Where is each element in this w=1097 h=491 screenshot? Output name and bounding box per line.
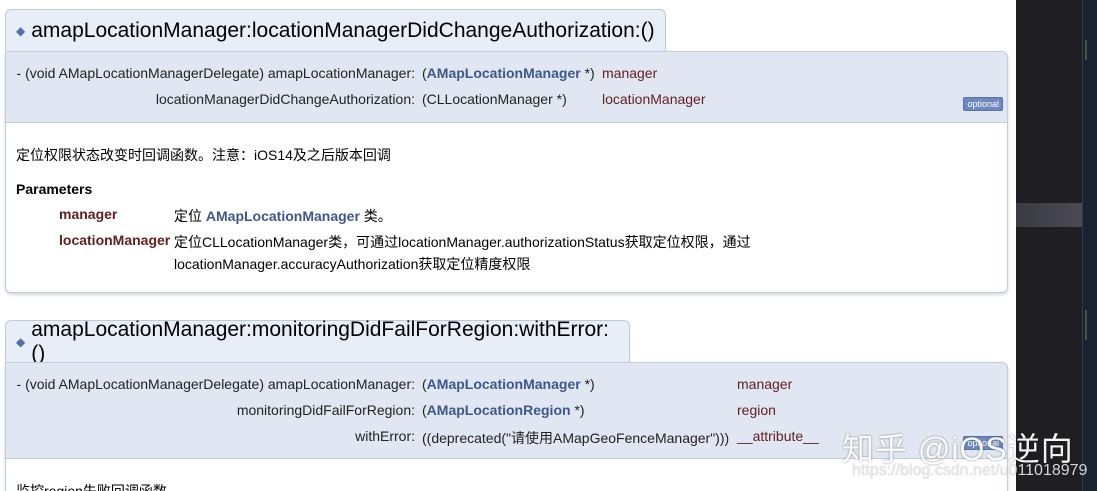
proto-type: (CLLocationManager *) [422,91,567,107]
member-doc-1: 定位权限状态改变时回调函数。注意：iOS14及之后版本回调 Parameters… [5,123,1008,293]
proto-type: (AMapLocationManager *) [422,65,595,81]
diamond-bullet-icon: ◆ [16,24,26,38]
watermark-url: https://blog.csdn.net/u011018979 [852,462,1088,479]
member-title-text: amapLocationManager:locationManagerDidCh… [31,19,655,42]
type-link-amaplocationregion[interactable]: AMapLocationRegion [426,402,571,418]
editor-gutter [1082,0,1097,491]
member-prototype-1: - (void AMapLocationManagerDelegate) ama… [5,51,1008,123]
documentation-page: ◆ amapLocationManager:locationManagerDid… [5,9,1008,491]
param-name: locationManager [59,232,171,248]
member-title-1: ◆ amapLocationManager:locationManagerDid… [5,9,666,52]
member-title-2: ◆ amapLocationManager:monitoringDidFailF… [5,318,630,365]
optional-badge: optional [963,436,1003,450]
member-doc-2: 监控region失败回调函数 [5,459,1008,491]
optional-badge: optional [963,97,1003,111]
proto-type: (AMapLocationRegion *) [422,402,585,418]
link-amaplocationmanager[interactable]: AMapLocationManager [205,208,360,224]
proto-param: __attribute__ [737,428,819,444]
editor-side-panel [1016,0,1097,491]
proto-param: locationManager [602,91,706,107]
proto-name: - (void AMapLocationManagerDelegate) ama… [16,65,415,81]
type-link-amaplocationmanager[interactable]: AMapLocationManager [426,376,581,392]
proto-param: manager [737,376,793,392]
member-description: 监控region失败回调函数 [16,483,167,491]
type-link-amaplocationmanager[interactable]: AMapLocationManager [426,65,581,81]
diamond-bullet-icon: ◆ [16,335,26,349]
proto-name: withError: [355,428,415,444]
proto-type: ((deprecated("请使用AMapGeoFenceManager"))) [422,430,730,446]
proto-name: monitoringDidFailForRegion: [236,402,415,418]
parameters-heading: Parameters [16,181,93,197]
proto-name: locationManagerDidChangeAuthorization: [155,91,415,107]
proto-name: - (void AMapLocationManagerDelegate) ama… [16,376,415,392]
param-name: manager [59,206,118,222]
member-title-text: amapLocationManager:monitoringDidFailFor… [31,318,610,365]
selected-line-highlight [1016,203,1082,227]
proto-param: manager [602,65,658,81]
param-desc-cont: locationManager.accuracyAuthorization获取定… [174,256,531,272]
member-prototype-2: - (void AMapLocationManagerDelegate) ama… [5,362,1008,459]
proto-type: (AMapLocationManager *) [422,376,595,392]
member-description: 定位权限状态改变时回调函数。注意：iOS14及之后版本回调 [16,147,391,163]
param-desc: 定位 AMapLocationManager 类。 [174,208,392,224]
proto-param: region [737,402,776,418]
watermark-text: 知乎 @iOS逆向 [842,431,1074,467]
param-desc: 定位CLLocationManager类，可通过locationManager.… [174,234,751,250]
